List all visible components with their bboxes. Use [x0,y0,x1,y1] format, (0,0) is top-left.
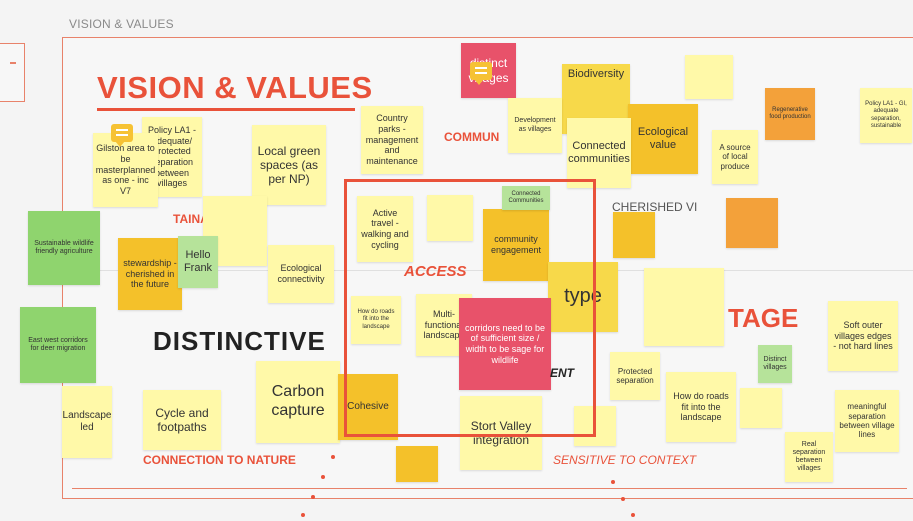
sticky-note[interactable]: Carbon capture [256,361,340,443]
category-label[interactable]: ENT [550,366,574,380]
sticky-note[interactable]: Development as villages [508,98,562,153]
sticky-note[interactable]: Local green spaces (as per NP) [252,125,326,205]
category-label[interactable]: CONNECTION TO NATURE [143,453,296,467]
frame-label[interactable]: VISION & VALUES [69,17,174,31]
selection-box[interactable] [344,179,596,437]
sticky-note[interactable]: Policy LA1 - GI, adequate separation, su… [860,88,912,143]
sticky-note[interactable]: community engagement [483,209,549,281]
category-label[interactable]: COMMUN [444,130,500,144]
sticky-note[interactable]: A source of local produce [712,130,758,184]
sticky-note[interactable]: Sustainable wildlife friendly agricultur… [28,211,100,285]
sticky-note[interactable]: East west corridors for deer migration [20,307,96,383]
section-heading[interactable]: TAGE [728,303,799,333]
sticky-note[interactable] [740,388,782,428]
page-title[interactable]: VISION & VALUES [97,70,373,105]
sticky-note[interactable]: Cycle and footpaths [143,390,221,450]
sticky-note[interactable]: How do roads fit into the landscape [351,296,401,344]
comment-icon[interactable] [111,124,133,147]
connector-dot [301,513,305,517]
comment-icon[interactable] [470,62,492,85]
sticky-note[interactable]: Connected Communities [502,186,550,210]
sticky-note[interactable]: Country parks - management and maintenan… [361,106,423,174]
sticky-note[interactable]: Landscape led [62,386,112,458]
category-label[interactable]: ACCESS [404,263,467,280]
sticky-note[interactable]: Protected separation [610,352,660,400]
sticky-note[interactable]: Ecological value [628,104,698,174]
sticky-note[interactable]: corridors need to be of sufficient size … [459,298,551,390]
sticky-note[interactable]: type [548,262,618,332]
sticky-note[interactable]: Active travel - walking and cycling [357,196,413,262]
adjacent-frame-edge [0,43,25,102]
connector-dot [321,475,325,479]
sticky-note[interactable] [427,195,473,241]
sticky-note[interactable]: Hello Frank [178,236,218,288]
frame-bottom-line [72,488,907,489]
sticky-note[interactable]: Gilston area to be masterplanned as one … [93,133,158,207]
category-label[interactable]: CHERISHED VI [612,200,698,214]
connector-dot [631,513,635,517]
sticky-note[interactable]: Ecological connectivity [268,245,334,303]
sticky-note[interactable]: Soft outer villages edges - not hard lin… [828,301,898,371]
category-label[interactable]: SENSITIVE TO CONTEXT [553,453,697,467]
connector-dot [311,495,315,499]
sticky-note[interactable]: meaningful separation between village li… [835,390,899,452]
sticky-note[interactable]: Distinct villages [758,345,792,383]
connector-dot [621,497,625,501]
sticky-note[interactable] [644,268,724,346]
sticky-note[interactable]: stewardship - cherished in the future [118,238,182,310]
connector-dot [331,455,335,459]
sticky-note[interactable]: Real separation between villages [785,432,833,482]
sticky-note[interactable] [613,212,655,258]
sticky-note[interactable]: Regenerative food production [765,88,815,140]
sticky-note[interactable]: How do roads fit into the landscape [666,372,736,442]
sticky-note[interactable]: Cohesive [338,374,398,440]
sticky-note[interactable]: Connected communities [567,118,631,188]
connector-dot [611,480,615,484]
sticky-note[interactable] [726,198,778,248]
sticky-note[interactable] [396,446,438,482]
section-heading[interactable]: DISTINCTIVE [153,326,326,356]
title-underline [97,108,355,111]
sticky-note[interactable] [685,55,733,99]
